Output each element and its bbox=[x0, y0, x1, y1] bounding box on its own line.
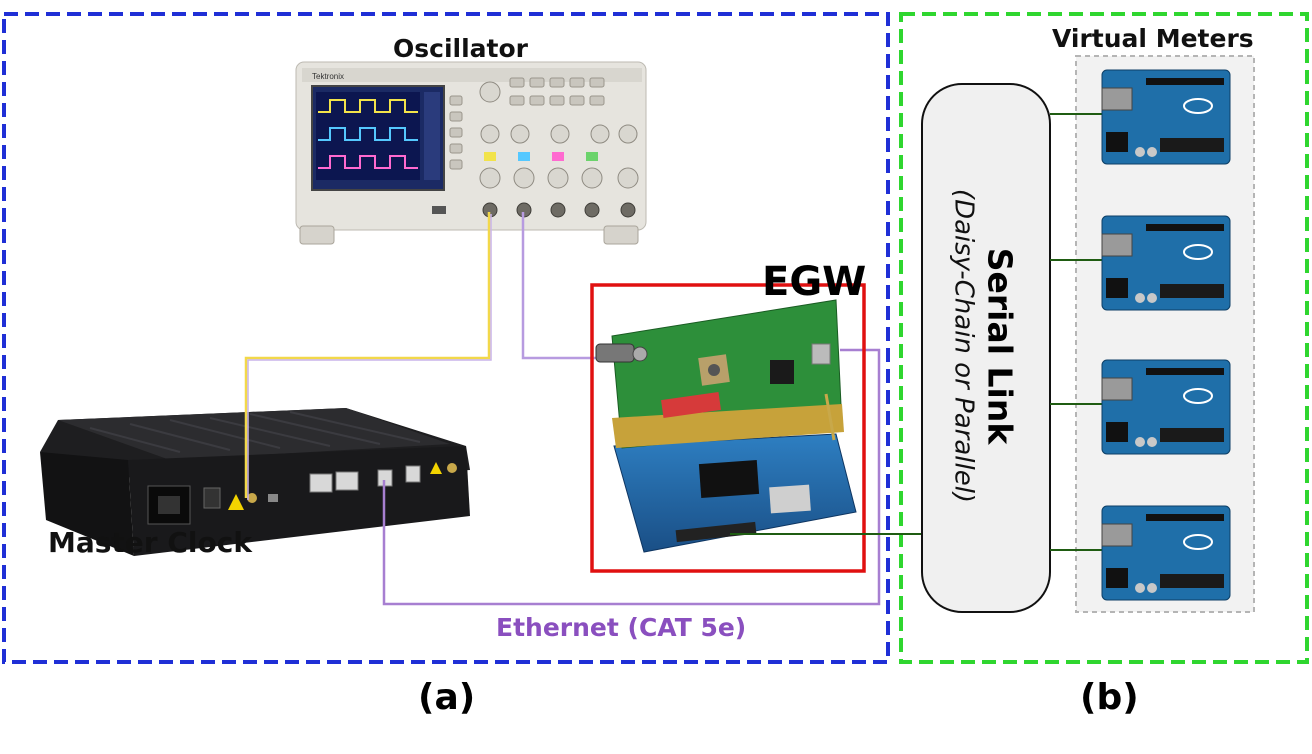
panel-a-border bbox=[2, 12, 890, 664]
oscilloscope-image: Tektronix bbox=[295, 61, 647, 245]
caption-a: (a) bbox=[418, 677, 476, 718]
master-clock-label: Master Clock bbox=[48, 526, 252, 559]
master-clock-image bbox=[40, 408, 470, 556]
serial-link-sublabel: (Daisy-Chain or Parallel) bbox=[948, 188, 979, 504]
arduino-meter-4 bbox=[1101, 505, 1231, 601]
osc-cable-purple bbox=[521, 212, 600, 360]
ethernet-cable bbox=[382, 348, 881, 606]
arduino-meter-3 bbox=[1101, 359, 1231, 455]
ethernet-label: Ethernet (CAT 5e) bbox=[496, 613, 747, 642]
egw-board-image bbox=[595, 299, 857, 553]
arduino-meter-1 bbox=[1101, 69, 1231, 165]
osc-cable-yellow bbox=[244, 212, 491, 498]
egw-label: EGW bbox=[762, 259, 867, 305]
virtual-meters-label: Virtual Meters bbox=[1052, 24, 1254, 53]
arduino-meter-2 bbox=[1101, 215, 1231, 311]
egw-box bbox=[590, 283, 866, 573]
oscillator-label: Oscillator bbox=[393, 34, 528, 63]
osc-cable-yellow-shadow bbox=[247, 214, 492, 500]
svg-text:Tektronix: Tektronix bbox=[312, 72, 344, 81]
caption-b: (b) bbox=[1080, 677, 1139, 718]
serial-link-label: Serial Link bbox=[980, 247, 1020, 445]
panel-b-border bbox=[899, 12, 1309, 664]
serial-link-box bbox=[921, 83, 1051, 613]
